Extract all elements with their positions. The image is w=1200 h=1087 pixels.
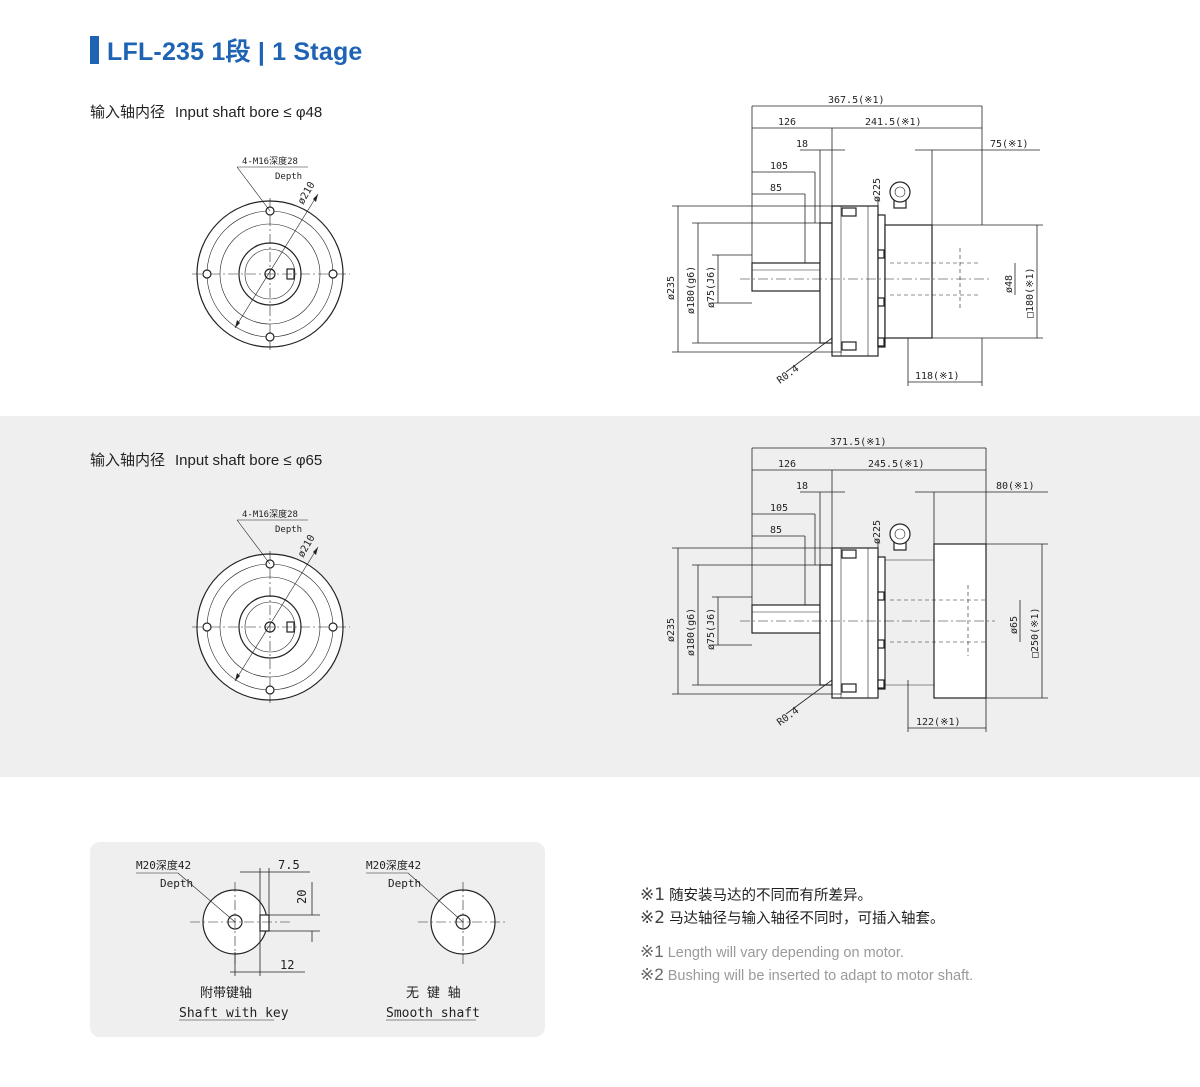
keyed-key-width-dim: 7.5 [278,858,300,872]
section1-bore-cn: 输入轴内径 [90,103,166,121]
section1-pcd-label: ø210 [296,180,318,206]
section1-bottom-len-dim: 118(※1) [915,371,960,382]
section2-d235-dim: ø235 [666,618,677,642]
section1-bore-label: 输入轴内径 Input shaft bore ≤ φ48 [90,101,322,122]
section1-radius-dim: R0.4 [775,363,801,386]
section1-right-len-dim: 241.5(※1) [865,117,922,128]
section2-d75-dim: ø75(J6) [706,608,717,650]
title-text: LFL-235 1段 | 1 Stage [107,38,363,66]
keyed-tap-label: M20深度42 [136,858,191,872]
keyed-depth-label: Depth [160,877,193,890]
section2-bore-en: Input shaft bore ≤ φ65 [175,452,323,469]
smooth-depth-label: Depth [388,877,421,890]
section2-side-view: 371.5(※1) 126 245.5(※1) 18 105 85 80(※1)… [666,437,1048,732]
section2-background [0,416,1200,777]
section1-motor-len-dim: 75(※1) [990,139,1028,150]
section1-flange-dim: 18 [796,139,808,150]
page-title: LFL-235 1段 | 1 Stage [90,34,363,66]
smooth-tap-label: M20深度42 [366,858,421,872]
section2-front-view: 4-M16深度28 Depth ø210 [192,508,350,703]
title-accent-bar [90,36,99,64]
section1-square-dim: □180(※1) [1025,267,1036,318]
section2-radius-dim: R0.4 [775,705,801,728]
section2-left-len-dim: 126 [778,459,796,470]
section2-tap-label: 4-M16深度28 [242,508,298,520]
section1-left-len-dim: 126 [778,117,796,128]
keyed-shaft-label-en: Shaft with key [179,1006,289,1021]
section1-depth-label: Depth [275,172,302,182]
section2-d105-dim: 105 [770,503,788,514]
section1-d105-dim: 105 [770,161,788,172]
section2-pcd-label: ø210 [296,533,318,559]
section2-overall-dim: 371.5(※1) [830,437,887,448]
section2-bore-cn: 输入轴内径 [90,451,166,469]
keyed-shaft-diagram: M20深度42 Depth 7.5 20 12 附带键轴 Shaft with … [136,858,508,1021]
section1-d180-dim: ø180(g6) [686,266,697,314]
section2-flange-dim: 18 [796,481,808,492]
section2-d85-dim: 85 [770,525,782,536]
section1-side-view: 367.5(※1) 126 241.5(※1) 18 105 85 75(※1)… [666,95,1043,386]
section1-d75-dim: ø75(J6) [706,266,717,308]
section2-bore-dim: ø65 [1009,616,1020,634]
keyed-width-dim: 12 [280,958,294,972]
section2-d180-dim: ø180(g6) [686,608,697,656]
smooth-shaft-label-cn: 无 键 轴 [406,986,461,1001]
section1-overall-dim: 367.5(※1) [828,95,885,106]
section2-motor-len-dim: 80(※1) [996,481,1034,492]
section2-d225-dim: ø225 [872,520,883,544]
keyed-shaft-label-cn: 附带键轴 [200,986,252,1001]
section1-d225-dim: ø225 [872,178,883,202]
section1-bore-en: Input shaft bore ≤ φ48 [175,104,323,121]
section2-right-len-dim: 245.5(※1) [868,459,925,470]
section2-depth-label: Depth [275,525,302,535]
section1-front-view: 4-M16深度28 Depth ø210 [192,155,350,350]
smooth-shaft-label-en: Smooth shaft [386,1006,480,1021]
section1-d85-dim: 85 [770,183,782,194]
section2-bore-label: 输入轴内径 Input shaft bore ≤ φ65 [90,449,322,470]
section2-bottom-len-dim: 122(※1) [916,717,961,728]
section2-square-dim: □250(※1) [1030,607,1041,658]
section1-bore-dim: ø48 [1004,275,1015,293]
keyed-key-height-dim: 20 [295,890,309,904]
section1-d235-dim: ø235 [666,276,677,300]
shaft-options-panel: M20深度42 Depth 7.5 20 12 附带键轴 Shaft with … [90,842,545,1037]
section1-tap-label: 4-M16深度28 [242,155,298,167]
